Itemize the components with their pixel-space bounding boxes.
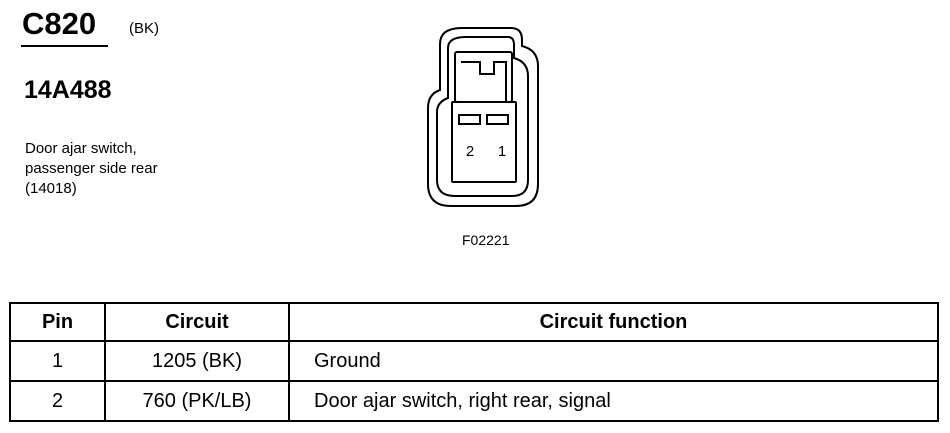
cell-pin: 2 (9, 380, 106, 422)
pin-1-cavity (486, 114, 509, 125)
connector-inner-shell (436, 36, 529, 197)
header-pin: Pin (9, 302, 106, 342)
cell-circuit-function: Door ajar switch, right rear, signal (288, 380, 939, 422)
cell-circuit: 760 (PK/LB) (104, 380, 290, 422)
connector-description: Door ajar switch, passenger side rear (1… (25, 139, 158, 199)
connector-latch (461, 61, 507, 102)
figure-code: F02221 (462, 232, 510, 248)
description-line-2: passenger side rear (25, 160, 158, 177)
diagram-pin-label-2: 2 (466, 143, 474, 160)
cell-pin: 1 (9, 340, 106, 382)
pin-table: Pin Circuit Circuit function 1 1205 (BK)… (9, 302, 939, 422)
cell-circuit-function: Ground (288, 340, 939, 382)
table-row: 2 760 (PK/LB) Door ajar switch, right re… (9, 380, 939, 422)
part-number: 14A488 (24, 76, 112, 104)
cell-circuit: 1205 (BK) (104, 340, 290, 382)
diagram-pin-label-1: 1 (498, 143, 506, 160)
header-circuit-function: Circuit function (288, 302, 939, 342)
pin-2-cavity (458, 114, 481, 125)
table-header-row: Pin Circuit Circuit function (9, 302, 939, 342)
connector-pin-body (451, 101, 517, 183)
connector-latch-housing (454, 51, 513, 103)
description-line-3: (14018) (25, 180, 77, 197)
connector-id-underline (21, 45, 108, 47)
description-line-1: Door ajar switch, (25, 140, 137, 157)
connector-color-code: (BK) (129, 20, 159, 37)
header-circuit: Circuit (104, 302, 290, 342)
table-row: 1 1205 (BK) Ground (9, 340, 939, 382)
connector-id: C820 (22, 6, 97, 41)
connector-outer-shell (427, 27, 539, 207)
